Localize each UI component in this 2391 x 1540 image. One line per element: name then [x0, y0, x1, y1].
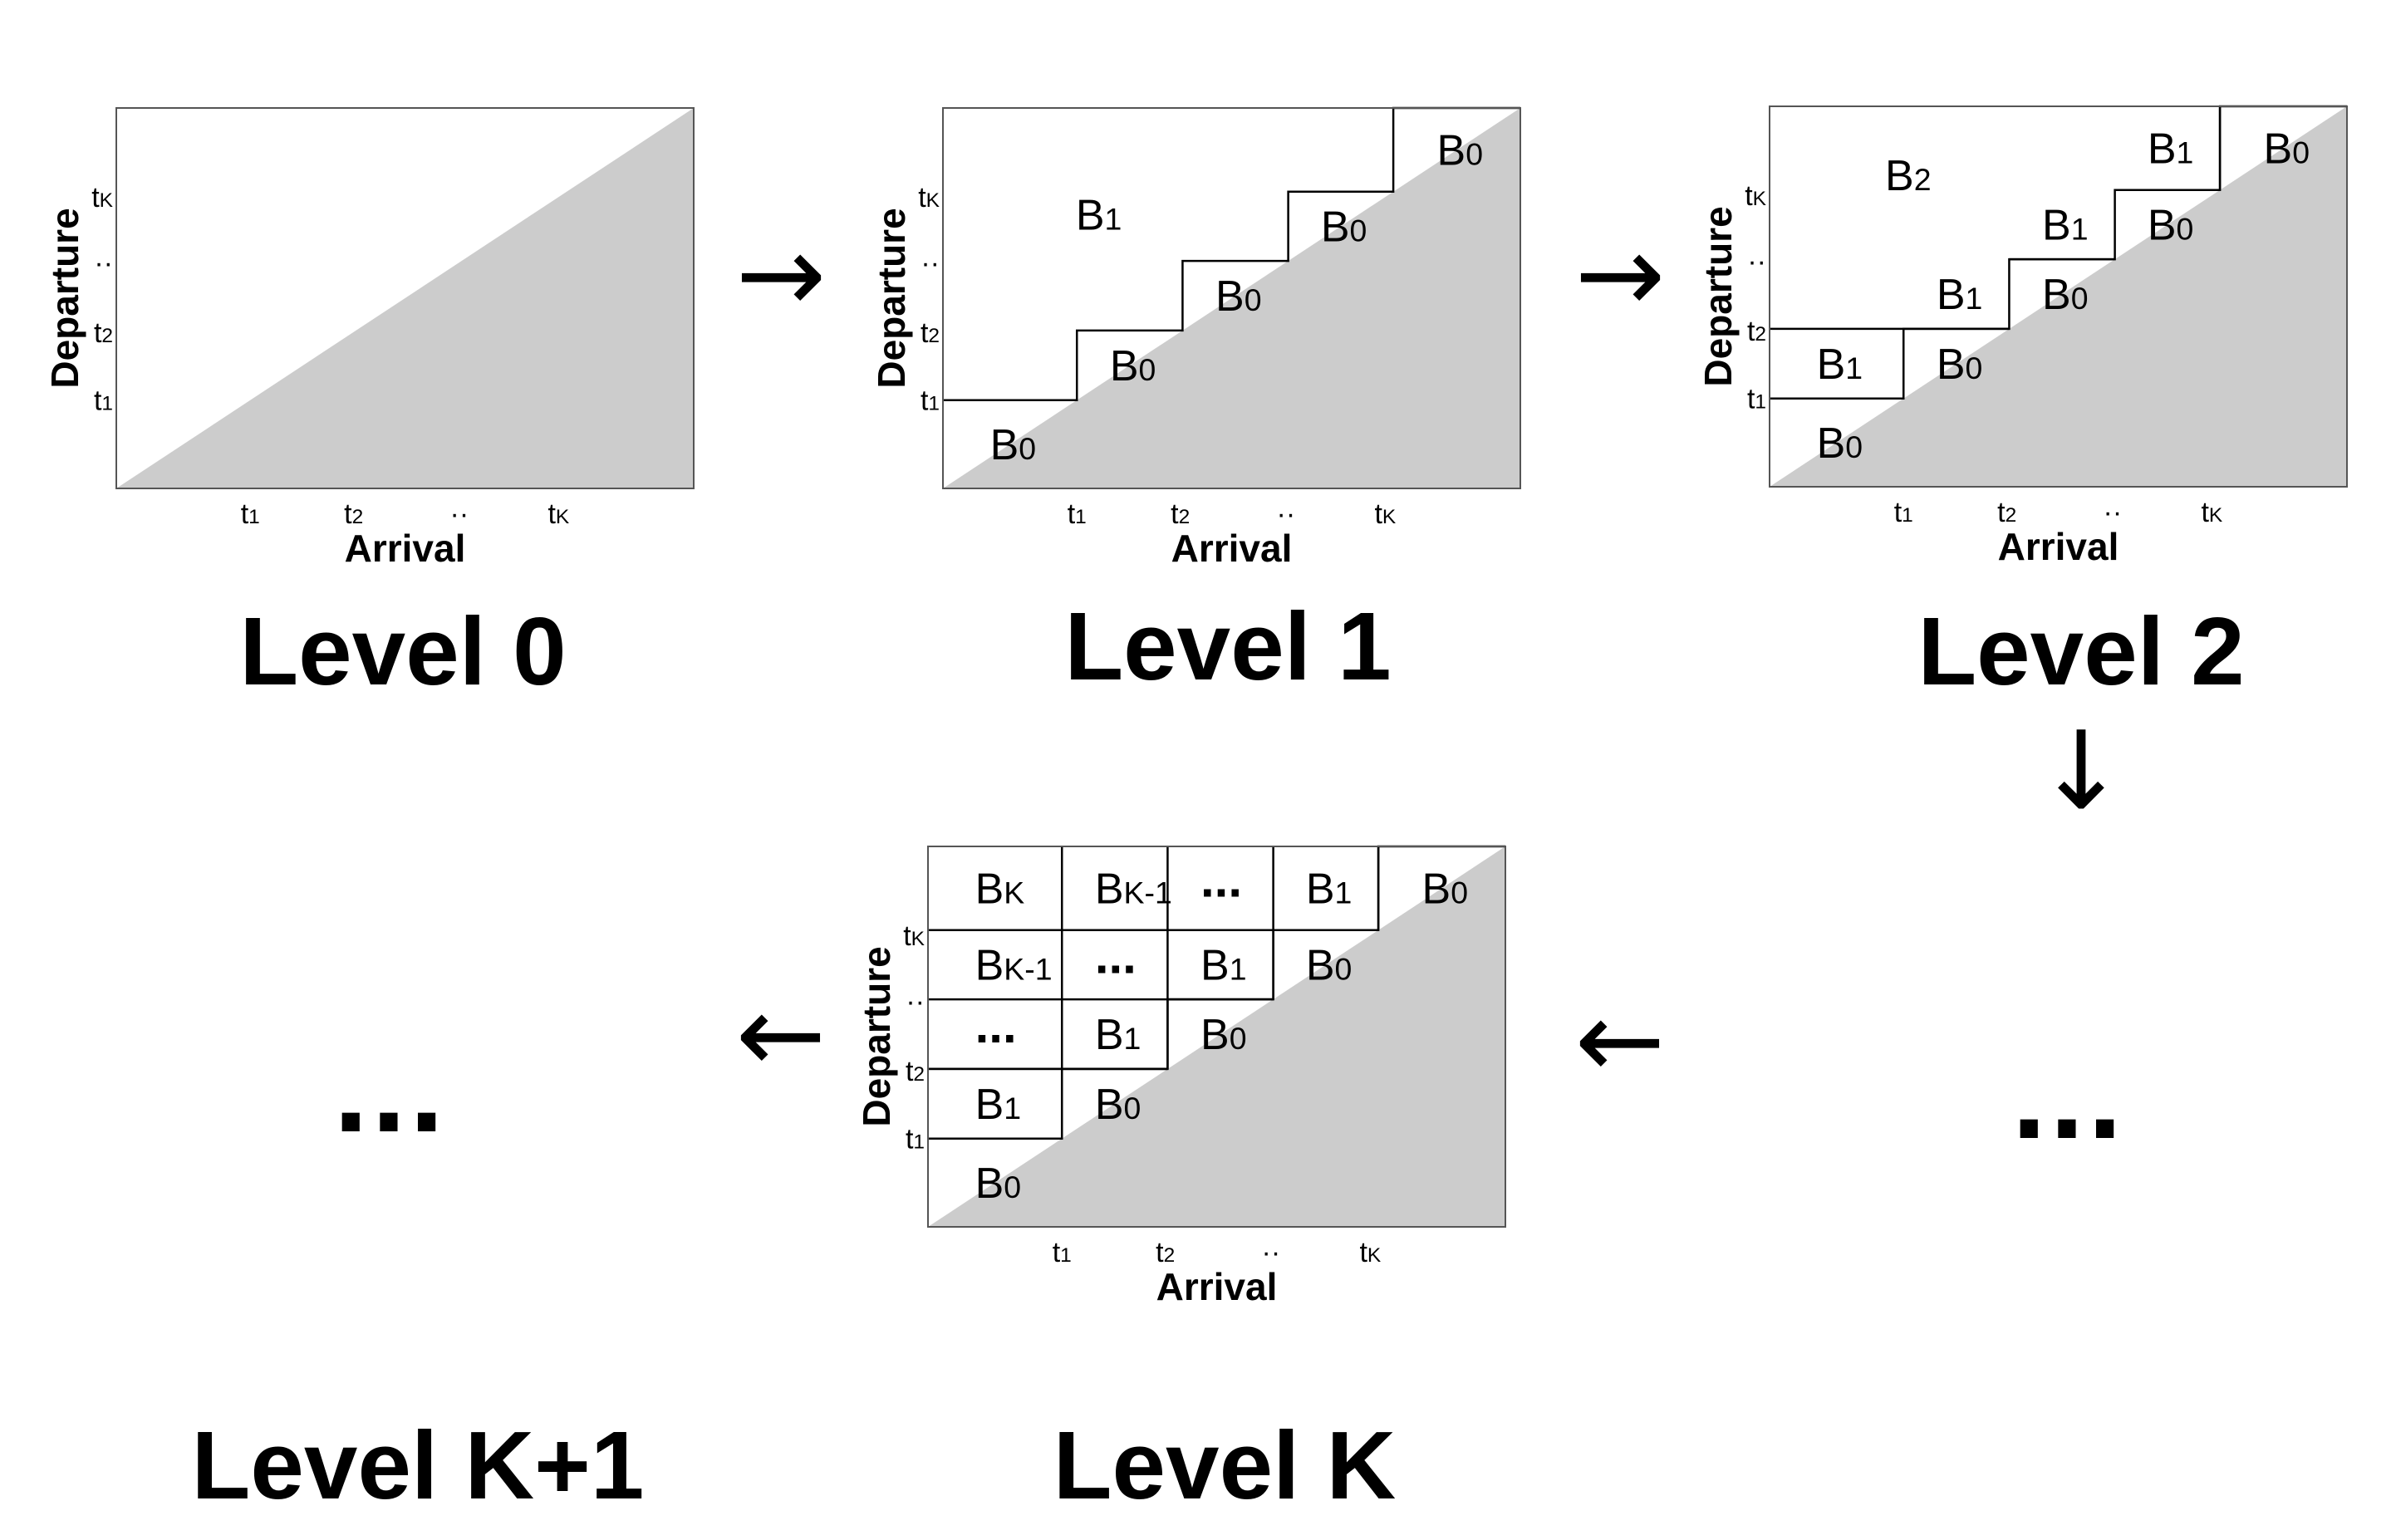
y-axis-label: Departure: [43, 208, 86, 388]
y-tick-label: tK: [903, 920, 925, 952]
block-label-dots: ...: [975, 998, 1017, 1053]
y-tick-label: t1: [906, 1124, 925, 1155]
x-tick-label: t1: [1894, 497, 1913, 528]
x-tick-label: t2: [1171, 498, 1190, 530]
block-label-b0: B0: [1937, 341, 1983, 389]
block-label-b0: B0: [1321, 203, 1367, 251]
block-label-bk: BK: [975, 865, 1025, 913]
block-label-b0: B0: [2042, 271, 2089, 319]
x-tick-label: ··: [2104, 497, 2123, 528]
x-tick-label: t1: [241, 498, 260, 530]
block-label-b0: B0: [1200, 1011, 1247, 1059]
x-tick-label: tK: [1359, 1237, 1381, 1268]
y-tick-label: t2: [906, 1056, 925, 1087]
y-tick-label: t1: [94, 385, 113, 417]
staircase-b0: [943, 106, 1520, 401]
block-label-b0: B0: [1422, 865, 1469, 913]
block-label-b0: B0: [990, 421, 1037, 469]
panel-frame: [1769, 105, 2348, 488]
x-tick-label: tK: [2201, 497, 2222, 528]
block-label-b1: B1: [2148, 125, 2194, 173]
y-axis-label: Departure: [855, 946, 898, 1126]
y-tick-label: tK: [1745, 180, 1766, 212]
x-tick-label: ··: [1262, 1237, 1281, 1268]
x-tick-label: ··: [1277, 498, 1296, 530]
level-panel-0: t1 t2 ·· tK t1 t2 ·· tK Arrival Departure: [43, 107, 695, 570]
block-label-b0: B0: [975, 1160, 1022, 1208]
y-tick-label: t1: [921, 385, 940, 417]
y-tick-label: ··: [906, 986, 925, 1018]
block-label-b1: B1: [1817, 341, 1863, 389]
block-label-b1: B1: [2042, 201, 2089, 249]
block-label-b1: B1: [975, 1081, 1022, 1129]
block-label-b1: B1: [1095, 1011, 1141, 1059]
infeasible-region: [943, 108, 1520, 488]
x-axis-label: Arrival: [345, 527, 466, 570]
x-tick-label: t2: [1156, 1237, 1175, 1268]
y-tick-label: tK: [91, 182, 113, 213]
left-arrow-1: ←: [1574, 977, 1666, 1103]
x-tick-label: ··: [450, 498, 469, 530]
y-tick-label: tK: [918, 182, 940, 213]
y-tick-label: t2: [94, 317, 113, 349]
panel-frame: [115, 107, 695, 489]
block-label-b0: B0: [1437, 126, 1484, 174]
right-arrow-1: →: [735, 211, 827, 337]
level-1-title: Level 1: [1064, 592, 1392, 700]
block-label-dots: ...: [1095, 928, 1137, 983]
ellipsis-right: ...: [2011, 1025, 2126, 1165]
panel-frame: [942, 107, 1521, 489]
panel-frame: [927, 846, 1506, 1228]
x-axis-label: Arrival: [1156, 1265, 1278, 1308]
infeasible-region: [1770, 106, 2347, 487]
block-label-bk-1: BK-1: [975, 941, 1053, 989]
x-tick-label: tK: [1374, 498, 1396, 530]
level-k-plus-1-title: Level K+1: [191, 1411, 645, 1519]
block-label-dots: ...: [1200, 851, 1242, 907]
x-tick-label: t2: [344, 498, 363, 530]
y-axis-label: Departure: [1696, 206, 1740, 386]
block-label-b0: B0: [1817, 419, 1863, 468]
y-tick-label: t1: [1747, 384, 1766, 415]
x-tick-label: t2: [1997, 497, 2016, 528]
x-tick-label: t1: [1068, 498, 1087, 530]
y-tick-label: ··: [921, 248, 940, 279]
block-label-b2: B2: [1885, 152, 1932, 200]
x-tick-label: tK: [547, 498, 569, 530]
y-tick-label: ··: [94, 248, 113, 279]
x-tick-label: t1: [1053, 1237, 1072, 1268]
y-axis-label: Departure: [870, 208, 913, 388]
block-label-b0: B0: [1095, 1081, 1141, 1129]
ellipsis-left: ...: [333, 1018, 448, 1158]
level-0-title: Level 0: [239, 597, 567, 705]
y-tick-label: t2: [921, 317, 940, 349]
x-axis-label: Arrival: [1171, 527, 1293, 570]
block-label-b0: B0: [1215, 272, 1262, 321]
level-k-title: Level K: [1053, 1411, 1397, 1519]
infeasible-region: [928, 846, 1505, 1227]
block-label-b1: B1: [1200, 941, 1247, 989]
block-label-bk-1: BK-1: [1095, 865, 1172, 913]
block-label-b0: B0: [1110, 342, 1156, 390]
block-label-b0: B0: [2148, 201, 2194, 249]
level-2-title: Level 2: [1917, 597, 2245, 705]
block-label-b0: B0: [2264, 125, 2310, 173]
left-arrow-2: ←: [735, 971, 827, 1097]
block-label-b1: B1: [1937, 271, 1983, 319]
down-arrow: ↓: [2035, 708, 2127, 834]
infeasible-region: [116, 108, 694, 488]
x-axis-label: Arrival: [1998, 525, 2119, 568]
staircase-b1: [1770, 106, 2222, 399]
y-tick-label: t2: [1747, 316, 1766, 347]
block-label-b0: B0: [1306, 941, 1353, 989]
block-label-b1: B1: [1076, 192, 1122, 240]
y-tick-label: ··: [1747, 246, 1766, 277]
block-label-b1: B1: [1306, 865, 1353, 913]
right-arrow-2: →: [1574, 211, 1666, 337]
